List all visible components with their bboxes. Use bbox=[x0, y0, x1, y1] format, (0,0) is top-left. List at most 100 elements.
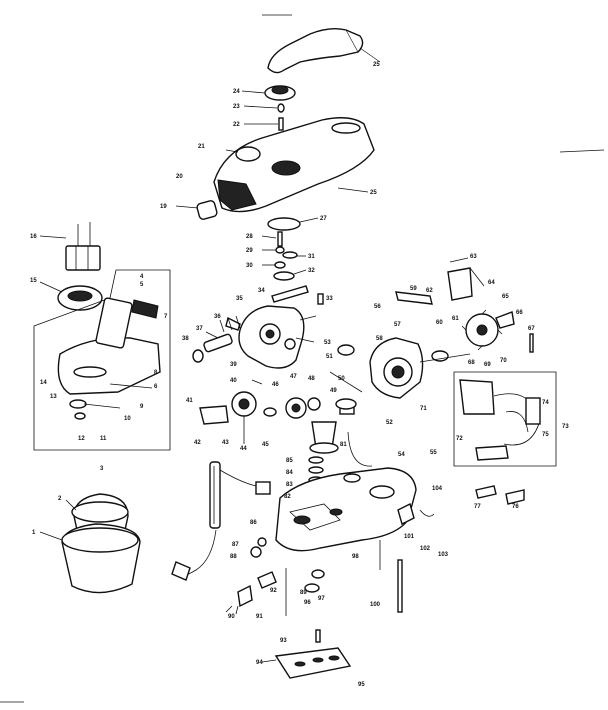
callout-58: 58 bbox=[376, 336, 383, 342]
callout-59: 59 bbox=[410, 286, 417, 292]
callout-64: 64 bbox=[488, 280, 495, 286]
callout-14: 14 bbox=[40, 380, 47, 386]
callout-13: 13 bbox=[50, 394, 57, 400]
callout-54: 54 bbox=[398, 452, 405, 458]
callout-36: 36 bbox=[214, 314, 221, 320]
callout-6: 6 bbox=[154, 384, 158, 390]
callout-20: 20 bbox=[176, 174, 183, 180]
callout-15: 15 bbox=[30, 278, 37, 284]
callout-84: 84 bbox=[286, 470, 293, 476]
callout-37: 37 bbox=[196, 326, 203, 332]
gear-housing-part bbox=[225, 305, 317, 369]
callout-46: 46 bbox=[272, 382, 279, 388]
callout-76: 76 bbox=[512, 504, 519, 510]
lower-right-parts bbox=[379, 502, 435, 613]
lower-hardware bbox=[199, 379, 357, 454]
callout-7: 7 bbox=[164, 314, 168, 320]
callout-12: 12 bbox=[78, 436, 85, 442]
callout-41: 41 bbox=[186, 398, 193, 404]
callout-71: 71 bbox=[420, 406, 427, 412]
callout-55: 55 bbox=[430, 450, 437, 456]
callout-38: 38 bbox=[182, 336, 189, 342]
callout-39: 39 bbox=[230, 362, 237, 368]
callout-28: 28 bbox=[246, 234, 253, 240]
callout-97: 97 bbox=[318, 596, 325, 602]
leader bbox=[299, 217, 319, 223]
callout-91: 91 bbox=[256, 614, 263, 620]
callout-90: 90 bbox=[228, 614, 235, 620]
callout-33: 33 bbox=[326, 296, 333, 302]
callout-32: 32 bbox=[308, 268, 315, 274]
callout-103: 103 bbox=[438, 552, 449, 558]
callout-98: 98 bbox=[352, 554, 359, 560]
callout-75: 75 bbox=[542, 432, 549, 438]
callout-100: 100 bbox=[370, 602, 381, 608]
callout-2: 2 bbox=[58, 496, 62, 502]
callout-48: 48 bbox=[308, 376, 315, 382]
callout-61: 61 bbox=[452, 316, 459, 322]
callout-10: 10 bbox=[124, 416, 131, 422]
main-housing-part bbox=[275, 431, 417, 552]
callout-56: 56 bbox=[374, 304, 381, 310]
callout-45: 45 bbox=[262, 442, 269, 448]
base-assembly-box bbox=[33, 269, 171, 451]
callout-86: 86 bbox=[250, 520, 257, 526]
callout-8: 8 bbox=[154, 370, 158, 376]
washer-part bbox=[267, 217, 301, 231]
callout-19: 19 bbox=[160, 204, 167, 210]
seal-part bbox=[39, 281, 103, 311]
callout-95: 95 bbox=[358, 682, 365, 688]
callout-9: 9 bbox=[140, 404, 144, 410]
callout-29: 29 bbox=[246, 248, 253, 254]
gear-bracket-parts bbox=[395, 257, 534, 353]
callout-labels: 25 24 23 22 21 20 25 19 27 28 29 30 31 3… bbox=[30, 62, 569, 688]
lower-left-parts bbox=[225, 537, 325, 616]
foot-plate-part bbox=[261, 629, 352, 679]
callout-34: 34 bbox=[258, 288, 265, 294]
callout-87: 87 bbox=[232, 542, 239, 548]
callout-16: 16 bbox=[30, 234, 37, 240]
callout-93: 93 bbox=[280, 638, 287, 644]
callout-22: 22 bbox=[233, 122, 240, 128]
callout-85: 85 bbox=[286, 458, 293, 464]
callout-83: 83 bbox=[286, 482, 293, 488]
callout-47: 47 bbox=[290, 374, 297, 380]
bushing-part bbox=[175, 200, 218, 220]
stray-mark bbox=[559, 149, 605, 153]
callout-70: 70 bbox=[500, 358, 507, 364]
callout-40: 40 bbox=[230, 378, 237, 384]
switch-assembly-box bbox=[453, 371, 557, 467]
callout-63: 63 bbox=[470, 254, 477, 260]
callout-5: 5 bbox=[140, 282, 144, 288]
mixing-bowl-parts bbox=[39, 493, 141, 594]
power-cord-part bbox=[171, 461, 271, 581]
callout-42: 42 bbox=[194, 440, 201, 446]
callout-94: 94 bbox=[256, 660, 263, 666]
callout-31: 31 bbox=[308, 254, 315, 260]
callout-88: 88 bbox=[230, 554, 237, 560]
callout-43: 43 bbox=[222, 440, 229, 446]
callout-44: 44 bbox=[240, 446, 247, 452]
callout-23: 23 bbox=[233, 104, 240, 110]
screws bbox=[219, 315, 241, 333]
callout-27: 27 bbox=[320, 216, 327, 222]
callout-92: 92 bbox=[270, 588, 277, 594]
housing-cover-part bbox=[213, 117, 375, 213]
callout-50: 50 bbox=[338, 376, 345, 382]
callout-30: 30 bbox=[246, 263, 253, 269]
motor-parts bbox=[329, 337, 471, 415]
callout-51: 51 bbox=[326, 354, 333, 360]
callout-4: 4 bbox=[140, 274, 144, 280]
callout-62: 62 bbox=[426, 288, 433, 294]
callout-74: 74 bbox=[542, 400, 549, 406]
callout-67: 67 bbox=[528, 326, 535, 332]
handle-part bbox=[267, 27, 381, 74]
callout-25: 25 bbox=[373, 62, 380, 68]
callout-52: 52 bbox=[386, 420, 393, 426]
small-hardware bbox=[261, 231, 324, 305]
callout-82: 82 bbox=[284, 494, 291, 500]
callout-72: 72 bbox=[456, 436, 463, 442]
callout-104: 104 bbox=[432, 486, 443, 492]
callout-65: 65 bbox=[502, 294, 509, 300]
